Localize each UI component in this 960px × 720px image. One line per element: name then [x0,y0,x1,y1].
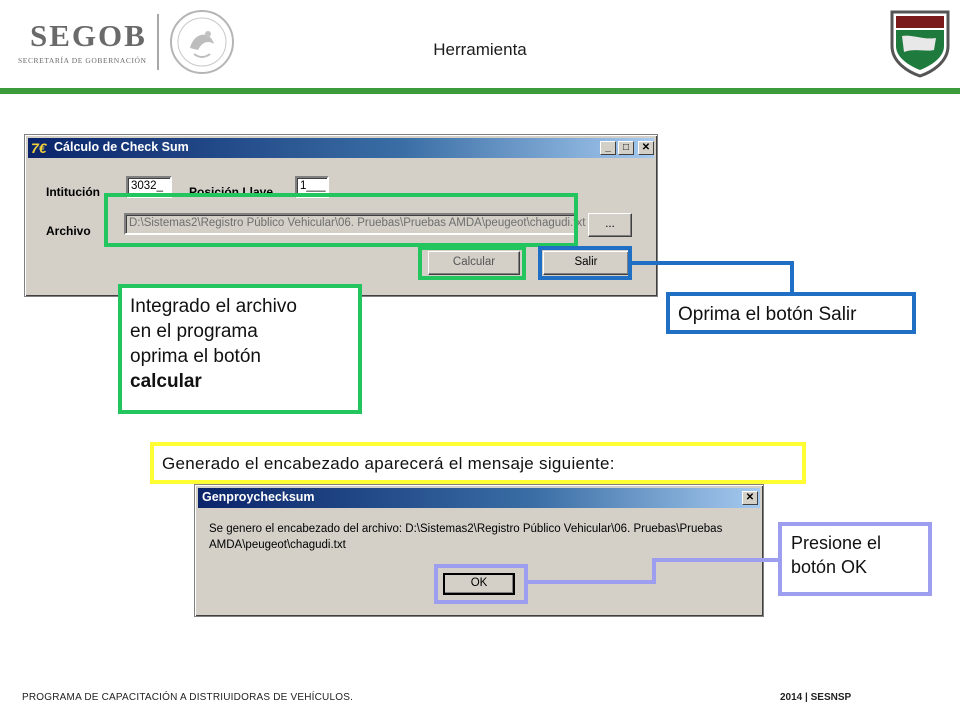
header-divider [157,14,159,70]
message-text: Se genero el encabezado del archivo: D:\… [209,521,722,553]
salir-connector-h [632,261,794,265]
institucion-label: Intitución [46,185,100,199]
segob-logo-word: SEGOB [30,18,147,53]
header-green-rule [0,88,960,94]
mexican-eagle-seal-icon [168,8,236,76]
calcular-callout-line3: oprima el botón [130,346,261,368]
segob-logo: SEGOB SECRETARÍA DE GOBERNACIÓN [16,18,146,68]
page-title: Herramienta [433,40,527,59]
posicion-llave-input[interactable]: 1___ [295,176,329,198]
ok-callout-line2: botón OK [791,556,868,577]
salir-callout-text: Oprima el botón Salir [678,304,857,325]
footer-left-text: PROGRAMA DE CAPACITACIÓN A DISTRIUIDORAS… [22,692,354,703]
archivo-highlight-box [104,193,578,247]
ok-connector-h1 [528,580,656,584]
ok-callout-line1: Presione el [791,533,882,553]
salir-button[interactable]: Salir [543,251,629,275]
ok-button[interactable]: OK [443,573,515,595]
browse-button[interactable]: ... [588,213,632,237]
calcular-callout-line2: en el programa [130,321,258,343]
calcular-callout-bold: calcular [130,371,202,393]
institucion-input[interactable]: 3032_ [126,176,172,198]
sesnsp-shield-icon [884,6,956,78]
checksum-window: 7€ Cálculo de Check Sum _ □ ✕ Intitución… [24,134,658,297]
calcular-highlight-box [418,246,526,280]
salir-highlight-box [538,246,632,280]
app-icon: 7€ [31,140,47,156]
ok-callout: Presione el botón OK [778,522,932,596]
close-button[interactable]: ✕ [638,141,654,155]
ok-connector-h2 [652,558,780,562]
archivo-label: Archivo [46,224,91,238]
message-text-line1: Se genero el encabezado del archivo: D:\… [209,523,723,535]
footer-right-text: 2014 | SESNSP [780,692,852,703]
maximize-button[interactable]: □ [618,141,634,155]
salir-connector-v [790,261,794,295]
mensaje-banner: Generado el encabezado aparecerá el mens… [150,442,806,484]
checksum-window-title: Cálculo de Check Sum [54,140,189,154]
calcular-callout-line1: Integrado el archivo [130,296,297,317]
minimize-button[interactable]: _ [600,141,616,155]
mensaje-banner-text: Generado el encabezado aparecerá el mens… [162,454,615,473]
calcular-callout: Integrado el archivo en el programa opri… [118,284,362,414]
calcular-button[interactable]: Calcular [428,251,520,275]
salir-callout: Oprima el botón Salir [666,292,916,334]
ok-highlight-box [434,564,528,604]
archivo-input[interactable]: D:\Sistemas2\Registro Público Vehicular\… [124,213,585,235]
ok-connector-v [652,558,656,584]
checksum-window-titlebar[interactable]: 7€ Cálculo de Check Sum _ □ ✕ [28,138,654,158]
segob-logo-subtitle: SECRETARÍA DE GOBERNACIÓN [18,56,147,65]
message-window-title: Genproychecksum [202,490,315,504]
message-window: Genproychecksum ✕ Se genero el encabezad… [194,484,764,617]
message-close-button[interactable]: ✕ [742,491,758,505]
message-window-titlebar[interactable]: Genproychecksum ✕ [198,488,760,508]
message-text-line2: AMDA\peugeot\chagudi.txt [209,539,346,551]
